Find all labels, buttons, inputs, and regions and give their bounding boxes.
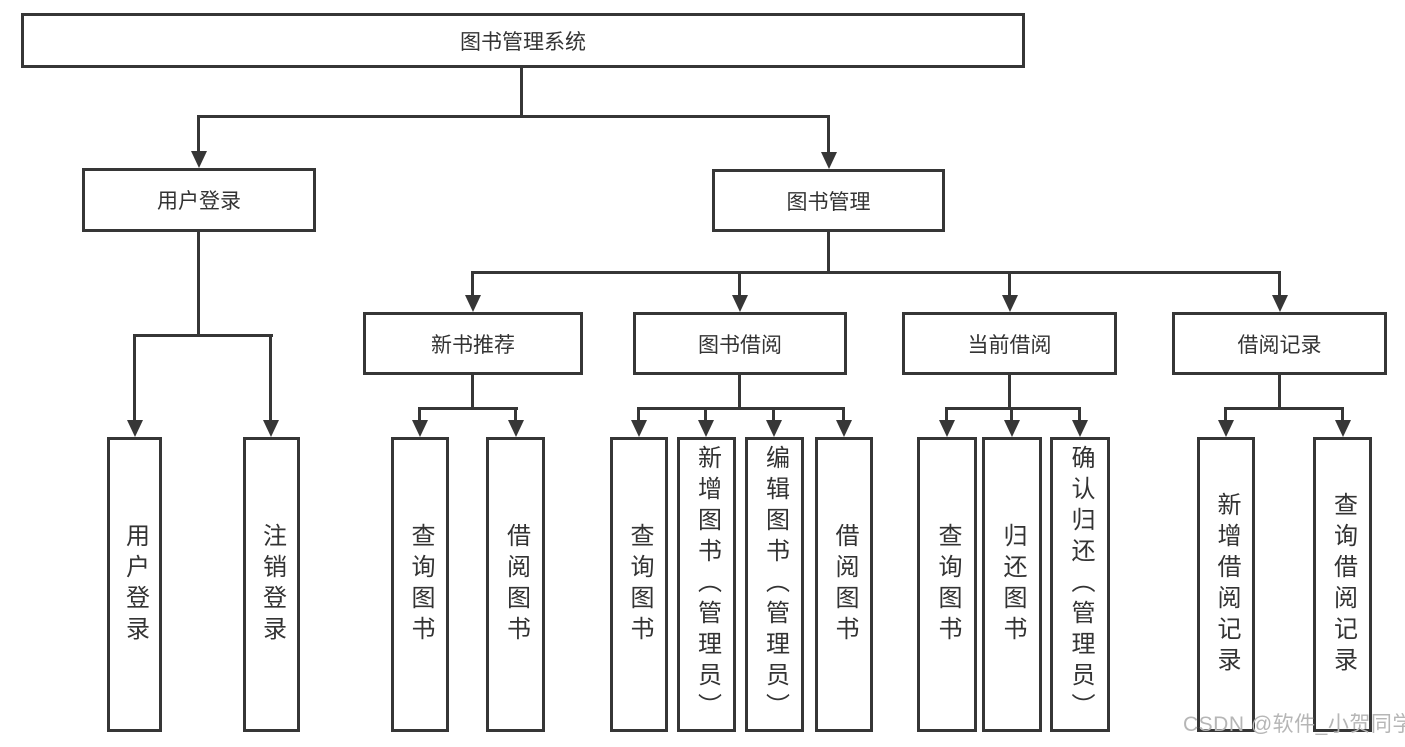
connector-line (514, 407, 517, 423)
node-new-book-recommendation: 新书推荐 (363, 312, 583, 375)
connector-line (418, 407, 421, 423)
watermark-text: CSDN @软件_小贺同学 (1183, 713, 1405, 736)
arrowhead-icon (821, 152, 837, 169)
arrowhead-icon (698, 420, 714, 437)
arrowhead-icon (1004, 420, 1020, 437)
connector-line (471, 271, 474, 298)
leaf-edit-books-admin: 编辑图书（管理员） (745, 437, 804, 732)
connector-line (1224, 407, 1227, 423)
connector-line (842, 407, 845, 423)
connector-line (418, 407, 518, 410)
leaf-query-books-recommend-label: 查询图书 (407, 522, 434, 647)
connector-line (471, 375, 474, 410)
leaf-add-books-admin-label: 新增图书（管理员） (693, 445, 721, 724)
node-book-management: 图书管理 (712, 169, 945, 232)
leaf-borrow-books-recommend: 借阅图书 (486, 437, 545, 732)
connector-line (471, 271, 1281, 274)
node-user-login-label: 用户登录 (157, 190, 241, 213)
arrowhead-icon (732, 295, 748, 312)
connector-line (197, 115, 830, 118)
connector-line (1008, 271, 1011, 298)
connector-line (269, 334, 272, 424)
arrowhead-icon (1002, 295, 1018, 312)
connector-line (704, 407, 707, 423)
leaf-logout-login-label: 注销登录 (258, 522, 286, 647)
connector-line (1278, 271, 1281, 298)
leaf-edit-books-admin-label: 编辑图书（管理员） (761, 445, 789, 724)
connector-line (1010, 407, 1013, 423)
arrowhead-icon (631, 420, 647, 437)
node-root: 图书管理系统 (21, 13, 1025, 68)
node-user-login: 用户登录 (82, 168, 316, 232)
connector-line (1341, 407, 1344, 423)
connector-line (827, 115, 830, 153)
connector-line (945, 407, 1081, 410)
leaf-query-books-current: 查询图书 (917, 437, 977, 732)
connector-line (827, 232, 830, 274)
connector-line (738, 271, 741, 298)
node-new-book-recommendation-label: 新书推荐 (431, 333, 515, 357)
connector-line (637, 407, 845, 410)
arrowhead-icon (1072, 420, 1088, 437)
node-book-management-label: 图书管理 (786, 190, 871, 214)
node-current-borrowing: 当前借阅 (902, 312, 1117, 375)
connector-line (1224, 407, 1344, 410)
connector-line (1078, 407, 1081, 423)
leaf-add-books-admin: 新增图书（管理员） (677, 437, 736, 732)
connector-line (133, 334, 273, 337)
node-book-borrowing-label: 图书借阅 (698, 333, 782, 357)
leaf-confirm-return-admin-label: 确认归还（管理员） (1067, 445, 1094, 724)
connector-line (1008, 375, 1011, 410)
leaf-borrow-books-recommend-label: 借阅图书 (502, 522, 530, 647)
connector-line (945, 407, 948, 423)
arrowhead-icon (508, 420, 524, 437)
leaf-confirm-return-admin: 确认归还（管理员） (1050, 437, 1110, 732)
arrowhead-icon (939, 420, 955, 437)
arrowhead-icon (263, 420, 279, 437)
leaf-query-borrow-record: 查询借阅记录 (1313, 437, 1372, 732)
connector-line (133, 334, 136, 424)
leaf-query-borrow-record-label: 查询借阅记录 (1329, 491, 1357, 678)
arrowhead-icon (1218, 420, 1234, 437)
connector-line (738, 375, 741, 410)
node-borrowing-records: 借阅记录 (1172, 312, 1387, 375)
leaf-query-books-current-label: 查询图书 (934, 522, 961, 647)
node-root-label: 图书管理系统 (460, 30, 586, 54)
leaf-borrow-books-borrowing: 借阅图书 (815, 437, 873, 732)
connector-line (772, 407, 775, 423)
node-book-borrowing: 图书借阅 (633, 312, 847, 375)
arrowhead-icon (412, 420, 428, 437)
arrowhead-icon (836, 420, 852, 437)
connector-line (637, 407, 640, 423)
leaf-return-books: 归还图书 (982, 437, 1042, 732)
leaf-user-login-label: 用户登录 (121, 522, 149, 647)
leaf-user-login: 用户登录 (107, 437, 162, 732)
arrowhead-icon (127, 420, 143, 437)
connector-line (197, 232, 200, 337)
leaf-logout-login: 注销登录 (243, 437, 300, 732)
leaf-query-books-borrowing: 查询图书 (610, 437, 668, 732)
node-borrowing-records-label: 借阅记录 (1237, 333, 1322, 357)
leaf-query-books-borrowing-label: 查询图书 (626, 522, 653, 647)
node-current-borrowing-label: 当前借阅 (967, 333, 1052, 357)
connector-line (520, 68, 523, 118)
arrowhead-icon (1335, 420, 1351, 437)
arrowhead-icon (1272, 295, 1288, 312)
leaf-borrow-books-borrowing-label: 借阅图书 (831, 522, 858, 647)
arrowhead-icon (465, 295, 481, 312)
leaf-return-books-label: 归还图书 (999, 522, 1026, 647)
connector-line (1278, 375, 1281, 410)
leaf-add-borrow-record: 新增借阅记录 (1197, 437, 1255, 732)
arrowhead-icon (766, 420, 782, 437)
leaf-add-borrow-record-label: 新增借阅记录 (1213, 491, 1240, 678)
connector-line (197, 115, 200, 153)
arrowhead-icon (191, 151, 207, 168)
leaf-query-books-recommend: 查询图书 (391, 437, 449, 732)
